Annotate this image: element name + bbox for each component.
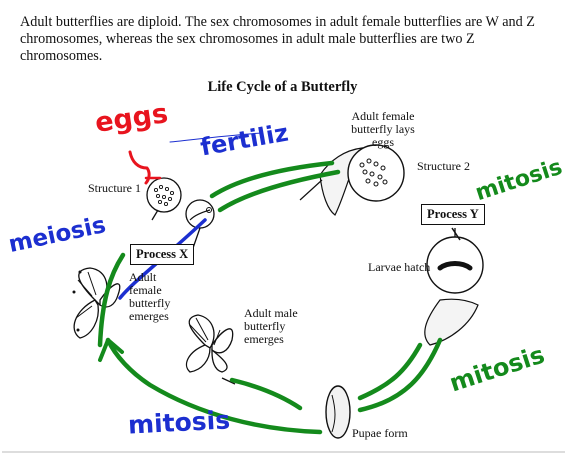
- process-x-box: Process X: [130, 244, 194, 265]
- pupae-form-label: Pupae form: [352, 427, 408, 440]
- adult-female-emerges-label: Adult female butterfly emerges: [129, 271, 181, 323]
- structure-2-label: Structure 2: [417, 160, 470, 173]
- process-y-box: Process Y: [421, 204, 485, 225]
- handwritten-mitosis-bottom: mitosis: [127, 405, 230, 439]
- structure-2-leaf: [300, 145, 404, 215]
- structure-1-egg-circle: [147, 178, 181, 212]
- larvae-leaf: [425, 228, 483, 345]
- structure-1-label: Structure 1: [88, 182, 141, 195]
- pupa: [326, 386, 350, 438]
- larvae-hatch-label: Larvae hatch: [368, 261, 430, 274]
- adult-male-butterfly: [186, 315, 232, 372]
- adult-female-lays-eggs-label: Adult female butterfly lays eggs: [348, 110, 418, 149]
- adult-male-emerges-label: Adult male butterfly emerges: [244, 307, 304, 346]
